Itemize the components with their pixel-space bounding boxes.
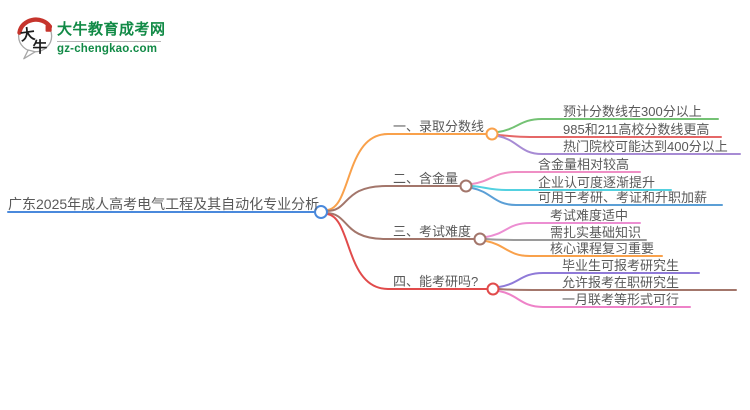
leaf-1-3-label[interactable]: 热门院校可能达到400分以上 [563, 139, 728, 154]
leaf-3-1-label[interactable]: 考试难度适中 [550, 208, 629, 223]
leaf-2-3-label[interactable]: 可用于考研、考证和升职加薪 [538, 190, 708, 205]
daniu-bubble-icon: 大 牛 [17, 17, 53, 60]
leaf-4-3-label[interactable]: 一月联考等形式可行 [562, 292, 680, 307]
leaf-3-3-label[interactable]: 核心课程复习重要 [550, 241, 655, 256]
leaf-2-3-connector [471, 187, 723, 206]
branch-2-label[interactable]: 二、含金量 [393, 171, 459, 186]
leaf-4-1-label[interactable]: 毕业生可报考研究生 [562, 258, 680, 273]
branch-2-connector [326, 185, 461, 212]
leaf-3-3-connector [485, 240, 663, 257]
leaf-4-2-connector [498, 288, 737, 291]
svg-text:牛: 牛 [33, 38, 48, 56]
branch-3-connector [326, 212, 475, 240]
site-name: 大牛教育成考网 [57, 21, 166, 38]
branch-4-connector [326, 213, 488, 290]
leaf-4-1-connector [498, 272, 700, 288]
leaf-2-1-connector [471, 171, 641, 185]
branch-1-label[interactable]: 一、录取分数线 [393, 119, 485, 134]
branch-4-label[interactable]: 四、能考研吗? [393, 274, 479, 289]
leaf-3-1-connector [485, 222, 641, 238]
leaf-3-2-connector [485, 238, 647, 241]
branch-3-circle[interactable] [473, 232, 487, 246]
leaf-1-1-label[interactable]: 预计分数线在300分以上 [563, 104, 702, 119]
logo-divider [57, 41, 161, 42]
branch-2-circle[interactable] [459, 179, 473, 193]
leaf-1-1-connector [497, 118, 719, 133]
branch-3-label[interactable]: 三、考试难度 [393, 224, 472, 239]
leaf-2-2-label[interactable]: 企业认可度逐渐提升 [538, 175, 656, 190]
leaf-2-1-label[interactable]: 含金量相对较高 [538, 157, 630, 172]
leaf-4-2-label[interactable]: 允许报考在职研究生 [562, 275, 680, 290]
logo-text: 大牛教育成考网 gz-chengkao.com [57, 18, 166, 55]
leaf-1-2-label[interactable]: 985和211高校分数线更高 [563, 122, 710, 137]
leaf-2-2-connector [471, 185, 672, 191]
root-node-circle[interactable] [314, 205, 328, 219]
site-url: gz-chengkao.com [57, 43, 158, 55]
branch-4-circle[interactable] [486, 282, 500, 296]
svg-text:大: 大 [19, 25, 36, 45]
leaf-1-3-connector [497, 135, 741, 155]
leaf-3-2-label[interactable]: 需扎实基础知识 [550, 225, 642, 240]
leaf-1-2-connector [497, 134, 722, 138]
branch-1-connector [326, 133, 487, 211]
branch-1-circle[interactable] [485, 127, 499, 141]
leaf-4-3-connector [498, 290, 691, 308]
root-node-label[interactable]: 广东2025年成人高考电气工程及其自动化专业分析 [8, 196, 320, 212]
